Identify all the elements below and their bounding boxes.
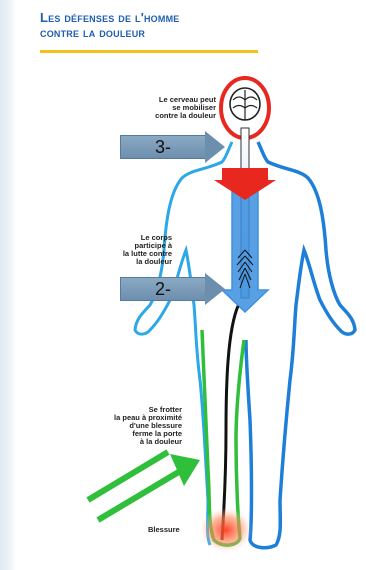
label-rub-line-5: à la douleur <box>70 438 182 446</box>
body-outline-right <box>246 142 355 548</box>
wound-glow <box>200 508 252 552</box>
callout-3-label: 3- <box>120 135 206 159</box>
callout-2: 2- <box>120 276 225 302</box>
rubbing-arrow-head <box>170 454 200 486</box>
callout-2-arrow-icon <box>205 273 225 305</box>
callout-3: 3- <box>120 134 225 160</box>
descending-pathway <box>222 190 268 312</box>
label-brain-line-3: contre la douleur <box>128 112 216 120</box>
brain-icon <box>230 88 260 120</box>
rubbing-arrows <box>88 452 182 520</box>
label-body: Le corps participe à la lutte contre la … <box>92 234 172 266</box>
callout-3-arrow-icon <box>205 131 225 163</box>
brain-down-arrow <box>214 168 276 200</box>
label-wound: Blessure <box>148 526 198 534</box>
label-brain: Le cerveau peut se mobiliser contre la d… <box>128 96 216 120</box>
label-rub: Se frotter la peau à proximité d'une ble… <box>70 406 182 446</box>
callout-2-label: 2- <box>120 277 206 301</box>
label-body-line-4: la douleur <box>92 258 172 266</box>
